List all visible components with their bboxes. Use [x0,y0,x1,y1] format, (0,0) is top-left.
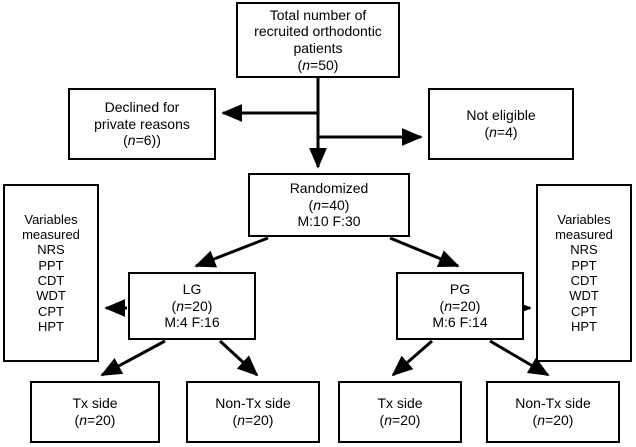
pg-tx-side-box: Tx side (n=20) [338,381,462,443]
lg-label: LG [182,281,202,298]
lg-non-tx-side-label: Non-Tx side [215,395,291,412]
total-line-1: Total number of [269,6,367,23]
variables-right-heading-1: Variables [557,211,611,227]
variables-left-item-nrs: NRS [37,242,65,258]
declined-box: Declined for private reasons (n=6)) [68,88,216,160]
variables-left-item-ppt: PPT [38,257,64,273]
randomized-label: Randomized [289,180,369,197]
lg-tx-side-label: Tx side [72,395,118,412]
edge-lg-to-tx-side [100,339,166,377]
variables-right-item-cdt: CDT [570,273,598,288]
pg-non-tx-side-box: Non-Tx side (n=20) [486,381,620,443]
lg-sex-split: M:4 F:16 [164,314,220,331]
variables-right-item-ppt: PPT [571,257,597,273]
randomized-sex-split: M:10 F:30 [297,213,361,230]
not-eligible-line-1: Not eligible [466,107,536,124]
variables-left-item-wdt: WDT [36,288,66,304]
edge-pg-to-tx-side [391,339,433,377]
declined-count: (n=6)) [123,132,161,149]
pg-sex-split: M:6 F:14 [432,314,488,331]
variables-measured-left-box: Variables measured NRS PPT CDT WDT CPT H… [3,184,99,362]
total-recruited-box: Total number of recruited orthodontic pa… [236,2,400,78]
not-eligible-count: (n=4) [484,124,518,140]
lg-group-box: LG (n=20) M:4 F:16 [128,272,256,340]
pg-count: (n=20) [439,297,481,314]
variables-measured-right-box: Variables measured NRS PPT CDT WDT CPT H… [536,184,632,362]
lg-count: (n=20) [171,297,213,314]
variables-right-item-wdt: WDT [569,288,599,304]
lg-non-tx-side-count: (n=20) [232,412,274,428]
edge-randomized-to-pg [389,236,460,268]
variables-right-item-cpt: CPT [571,303,597,319]
variables-right-heading-2: measured [555,227,613,243]
edge-randomized-to-lg [194,236,269,268]
variables-left-heading-2: measured [22,227,80,243]
variables-left-heading-1: Variables [24,211,78,227]
total-line-2: recruited orthodontic [254,23,382,40]
total-line-3: patients [293,40,343,56]
variables-left-item-cpt: CPT [38,303,64,319]
lg-tx-side-count: (n=20) [74,412,116,428]
variables-right-item-nrs: NRS [570,242,598,258]
randomized-box: Randomized (n=40) M:10 F:30 [248,173,410,237]
pg-tx-side-label: Tx side [377,395,423,412]
pg-label: PG [449,281,471,298]
pg-tx-side-count: (n=20) [379,412,421,428]
pg-group-box: PG (n=20) M:6 F:14 [396,272,524,340]
variables-left-item-cdt: CDT [37,273,65,288]
pg-non-tx-side-label: Non-Tx side [515,395,591,412]
variables-left-item-hpt: HPT [38,318,64,334]
declined-line-1: Declined for [104,99,180,116]
lg-tx-side-box: Tx side (n=20) [30,381,160,443]
total-count: (n=50) [297,56,339,73]
lg-non-tx-side-box: Non-Tx side (n=20) [186,381,320,443]
not-eligible-box: Not eligible (n=4) [428,88,574,160]
pg-non-tx-side-count: (n=20) [532,412,574,428]
randomized-count: (n=40) [308,196,350,213]
declined-line-2: private reasons [94,115,190,132]
variables-right-item-hpt: HPT [571,318,597,334]
edge-lg-to-non-tx-side [218,339,259,377]
